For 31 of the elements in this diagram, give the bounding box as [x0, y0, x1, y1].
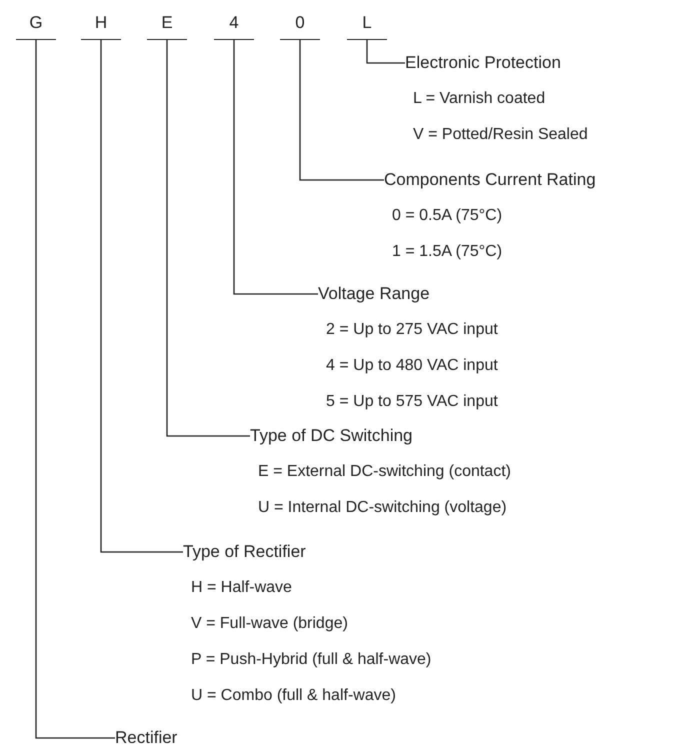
leader-line	[166, 40, 250, 437]
code-letter: G	[16, 8, 56, 40]
heading-text: Voltage Range	[318, 283, 430, 305]
heading-text: Type of DC Switching	[250, 425, 413, 447]
option-text: U = Internal DC-switching (voltage)	[258, 498, 507, 518]
code-letter: L	[347, 8, 387, 40]
leader-line	[366, 40, 405, 64]
option-text: P = Push-Hybrid (full & half-wave)	[191, 650, 432, 670]
option-text: 2 = Up to 275 VAC input	[326, 320, 498, 340]
option-text: L = Varnish coated	[413, 89, 546, 109]
leader-line	[233, 40, 318, 295]
code-letter: 4	[214, 8, 254, 40]
option-text: H = Half-wave	[191, 578, 292, 598]
heading-text: Electronic Protection	[405, 52, 561, 74]
leader-line	[299, 40, 384, 181]
leader-line	[100, 40, 183, 553]
option-text: 4 = Up to 480 VAC input	[326, 356, 498, 376]
option-text: 0 = 0.5A (75°C)	[392, 206, 502, 226]
option-text: 5 = Up to 575 VAC input	[326, 392, 498, 412]
heading-text: Rectifier	[115, 727, 178, 749]
code-letter: H	[81, 8, 121, 40]
code-letter: E	[147, 8, 187, 40]
option-text: U = Combo (full & half-wave)	[191, 686, 396, 706]
option-text: V = Potted/Resin Sealed	[413, 125, 588, 145]
heading-text: Components Current Rating	[384, 169, 596, 191]
heading-text: Type of Rectifier	[183, 541, 306, 563]
option-text: E = External DC-switching (contact)	[258, 462, 511, 482]
code-letter: 0	[280, 8, 320, 40]
option-text: 1 = 1.5A (75°C)	[392, 242, 502, 262]
leader-line	[35, 40, 115, 739]
option-text: V = Full-wave (bridge)	[191, 614, 348, 634]
